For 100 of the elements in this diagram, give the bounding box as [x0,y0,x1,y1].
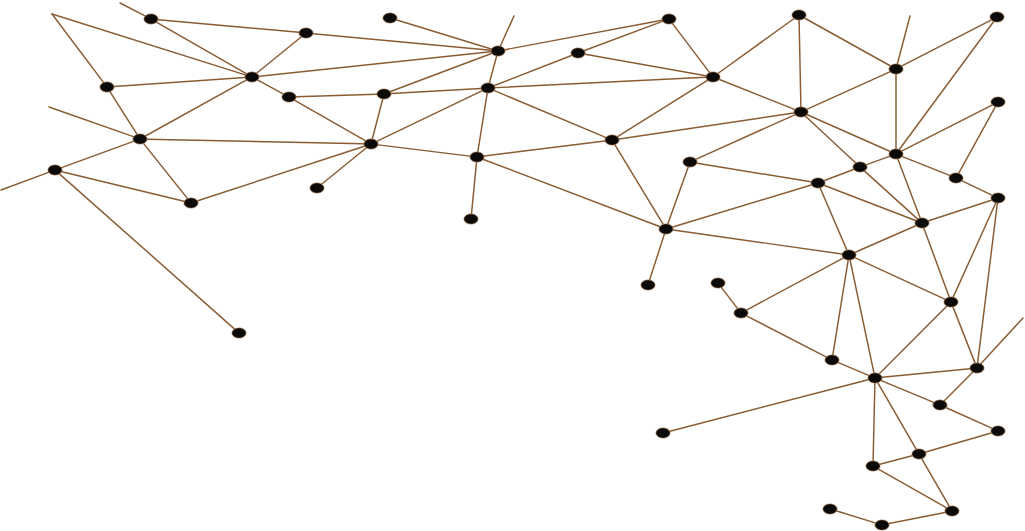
connector-line [854,225,917,253]
connector-line [312,32,492,52]
dot [874,519,890,531]
connector-line [877,382,917,450]
connector-line [898,20,995,151]
connector-line [895,73,897,150]
connector-line [257,79,284,95]
connector-line [901,155,951,177]
connector-line [943,371,974,402]
connector-line [616,79,709,138]
connector-line [695,114,796,160]
connector-line [865,155,891,166]
connector-line [48,106,135,138]
connector-line [0,171,50,191]
connector-line [819,187,848,251]
connector-line [494,76,707,89]
connector-line [477,92,488,153]
connector-line [667,166,689,225]
connector-line [836,510,876,524]
connector-line [614,144,664,225]
connector-line [295,93,378,98]
connector-line [881,367,971,378]
connector-line [256,36,302,74]
connector-line [51,13,105,84]
connector-line [321,147,367,185]
connector-line [863,170,919,220]
connector-line [872,382,876,462]
connector-line [945,407,993,429]
connector-line [61,170,185,203]
connector-line [109,91,138,135]
connector-line [648,233,666,281]
connector-line [389,52,493,93]
connector-line [901,19,992,67]
connector-line [746,315,827,358]
connector-line [669,379,869,432]
connector-line [804,17,891,67]
connector-line [854,257,946,300]
connector-line [371,98,384,140]
connector-line [952,306,976,364]
connector-line [142,142,189,200]
connector-line [798,19,802,108]
connector-line [618,112,795,140]
connector-line [888,511,946,525]
connector-line [504,19,663,51]
connector-line [925,432,992,453]
connector-line [849,259,875,374]
connector-line [584,53,707,77]
connector-line [119,2,146,17]
connector-line [878,305,948,375]
connector-line [837,361,870,377]
connector-line [823,184,917,222]
connector-line [976,202,999,364]
connector-line [921,458,950,507]
connector-line [897,158,921,219]
connector-line [58,173,236,330]
connector-line [823,168,855,182]
connector-line [961,180,993,196]
connector-line [958,106,996,174]
connector-line [896,15,911,65]
connector-line [880,379,935,404]
connector-line [901,104,993,152]
connector-line [583,20,664,52]
connector-line [377,144,471,157]
connector-line [157,18,300,34]
connector-line [483,140,606,157]
connector-line [482,158,661,228]
connector-line [878,468,947,509]
connector-line [376,90,483,142]
connector-line [952,202,997,298]
connector-line [493,89,607,139]
connector-line [980,317,1024,365]
connector-line [718,78,796,111]
connector-line [717,18,795,74]
connector-line [156,21,247,75]
connector-line [806,71,891,110]
connector-line [696,162,812,183]
connector-line [746,257,844,311]
connector-line [671,22,711,74]
connector-line [113,76,246,88]
connector-line [720,286,739,310]
connector-line [51,13,246,76]
connector-line [672,229,843,255]
connector-line [396,19,492,50]
connector-line [804,115,857,164]
connector-line [832,259,849,356]
connector-line [470,161,478,215]
connector-line [672,184,812,228]
connector-line [806,114,891,152]
connector-line [879,455,913,465]
connector-line [927,199,993,222]
connector-line [499,15,515,47]
connector-line [145,79,247,137]
connector-line [258,51,492,77]
connector-line [146,138,365,145]
connector-line [294,99,366,142]
connector-line [60,140,135,169]
connector-line [390,87,482,95]
connector-line [493,54,573,87]
connector-line [488,55,498,84]
connector-line [923,227,950,298]
